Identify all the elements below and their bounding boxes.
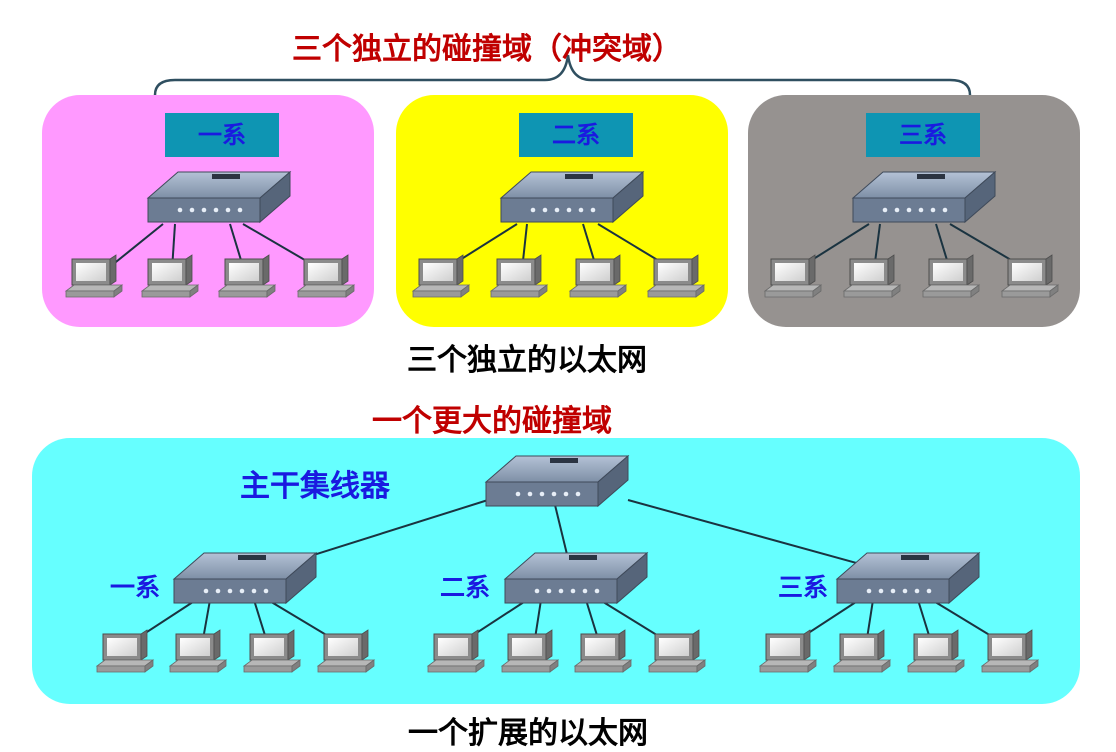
grouping-brace <box>153 54 972 96</box>
group-label-dept-3: 三系 <box>778 573 829 602</box>
pc <box>574 629 632 673</box>
hub-dept-2 <box>500 171 644 223</box>
backbone-hub <box>485 455 629 507</box>
pc <box>169 629 227 673</box>
bottom-title: 一个更大的碰撞域 <box>372 404 612 439</box>
hub-group-1 <box>173 552 317 604</box>
panel-label-dept-1: 一系 <box>165 113 279 157</box>
pc <box>427 629 485 673</box>
pc <box>981 629 1039 673</box>
pc <box>759 629 817 673</box>
pc <box>647 254 705 298</box>
pc <box>243 629 301 673</box>
pc <box>648 629 706 673</box>
pc <box>569 254 627 298</box>
pc <box>764 254 822 298</box>
pc <box>490 254 548 298</box>
pc <box>501 629 559 673</box>
pc <box>907 629 965 673</box>
backbone-hub-label: 主干集线器 <box>240 469 390 504</box>
group-label-dept-1: 一系 <box>110 573 161 602</box>
top-caption: 三个独立的以太网 <box>407 343 647 378</box>
pc <box>218 254 276 298</box>
group-label-dept-2: 二系 <box>440 573 491 602</box>
pc <box>1001 254 1059 298</box>
pc <box>96 629 154 673</box>
panel-label-dept-2: 二系 <box>519 113 633 157</box>
pc <box>317 629 375 673</box>
pc <box>922 254 980 298</box>
top-title: 三个独立的碰撞域（冲突域） <box>292 32 682 67</box>
hub-dept-1 <box>147 171 291 223</box>
pc <box>843 254 901 298</box>
pc <box>833 629 891 673</box>
pc <box>141 254 199 298</box>
panel-label-dept-3: 三系 <box>866 113 980 157</box>
pc <box>412 254 470 298</box>
bottom-caption: 一个扩展的以太网 <box>408 716 648 751</box>
pc <box>297 254 355 298</box>
hub-group-2 <box>504 552 648 604</box>
hub-dept-3 <box>852 171 996 223</box>
pc <box>65 254 123 298</box>
hub-group-3 <box>836 552 980 604</box>
